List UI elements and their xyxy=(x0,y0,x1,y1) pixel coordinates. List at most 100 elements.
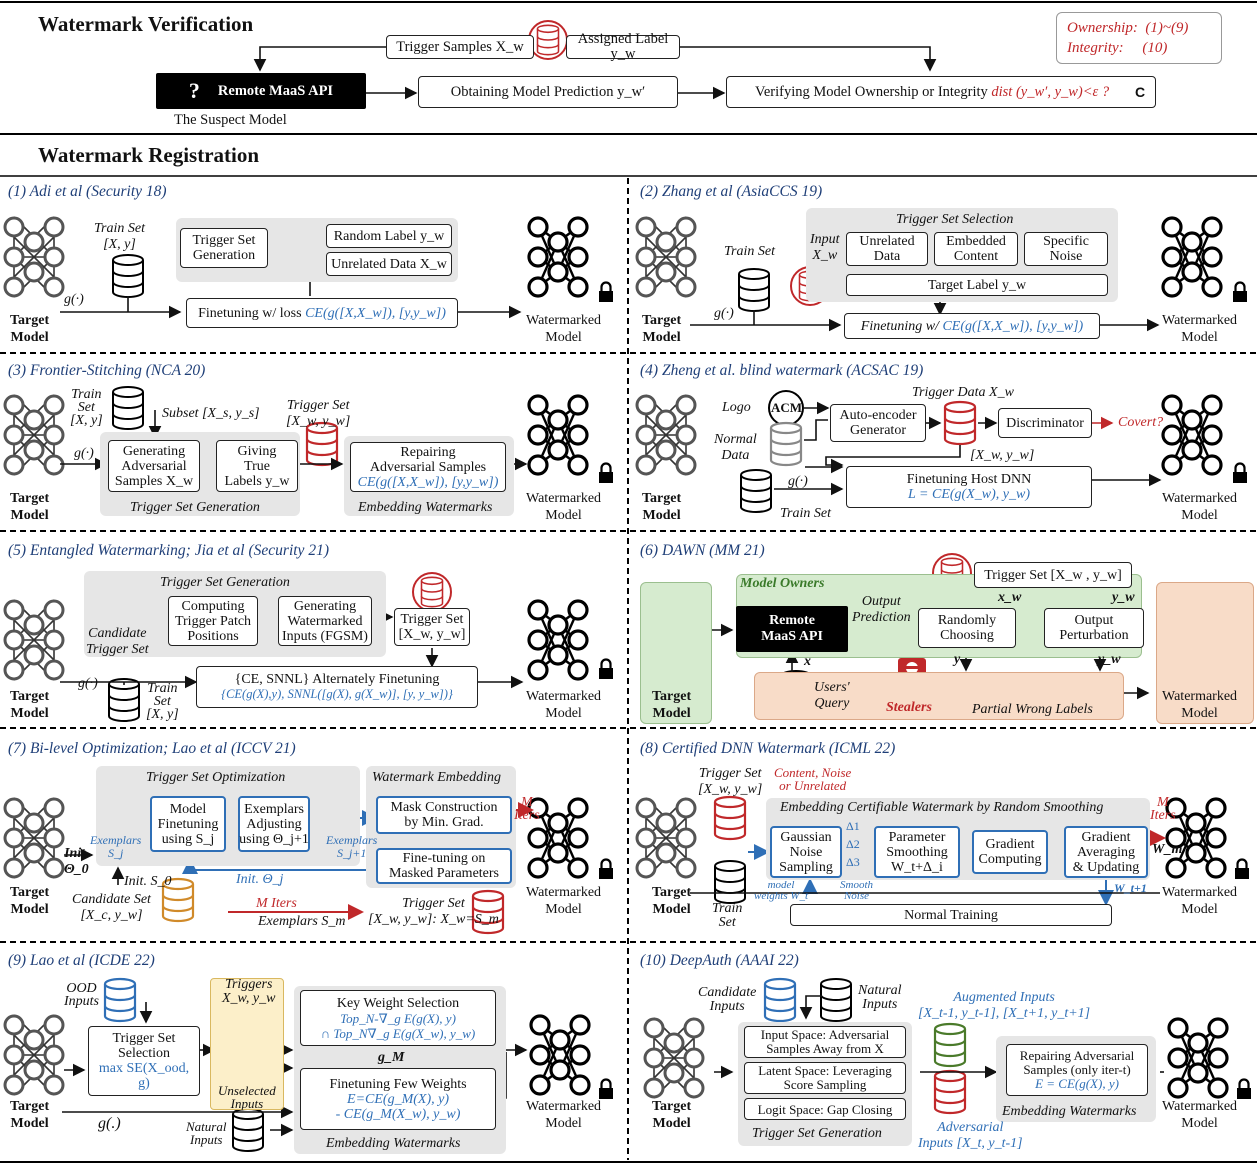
p7-title: (7) Bi-level Optimization; Lao et al (IC… xyxy=(8,740,296,757)
p7-m-iters2: M Iters xyxy=(256,896,297,911)
p10-ew: Embedding Watermarks xyxy=(1002,1104,1137,1119)
p6-xw: x_w xyxy=(998,590,1022,605)
p6-users: Users' Query xyxy=(814,680,850,711)
p10-logit-box: Logit Space: Gap Closing xyxy=(744,1098,906,1120)
p4-target-model: Target Model xyxy=(642,491,682,523)
verifying-box: Verifying Model Ownership or Integrity d… xyxy=(726,76,1156,108)
p6-target-model: Target Model xyxy=(652,689,692,721)
p5-computing-box: Computing Trigger Patch Positions xyxy=(168,596,258,646)
p7-we: Watermark Embedding xyxy=(372,770,501,785)
p10-title: (10) DeepAuth (AAAI 22) xyxy=(640,952,799,969)
p8-trigger-set: Trigger Set [X_w, y_w] xyxy=(698,766,763,797)
p9-ew: Embedding Watermarks xyxy=(326,1136,461,1151)
p6-stealers: Stealers xyxy=(886,700,932,715)
p5-candidate: Candidate Trigger Set xyxy=(86,626,149,657)
p8-wm: W_m xyxy=(1152,842,1183,857)
p9-title: (9) Lao et al (ICDE 22) xyxy=(8,952,155,969)
p1-unrelated-box: Unrelated Data X_w xyxy=(326,252,452,276)
p1-target-model: Target Model xyxy=(10,313,50,345)
p3-title: (3) Frontier-Stitching (NCA 20) xyxy=(8,362,206,379)
p6-target-panel xyxy=(640,582,712,724)
p4-logo: Logo xyxy=(722,400,751,415)
p3-ew: Embedding Watermarks xyxy=(358,500,493,515)
p3-train-set: Train Set [X, y] xyxy=(70,387,103,428)
p2-target-model: Target Model xyxy=(642,313,682,345)
p7-exemplars-sj: Exemplars S_j xyxy=(90,833,142,860)
p5-train-set: Train Set [X, y] xyxy=(146,681,179,722)
p4-train-set: Train Set xyxy=(780,506,831,521)
p4-covert: Covert? xyxy=(1118,415,1164,430)
p3-tsg: Trigger Set Generation xyxy=(130,500,260,515)
p6-watermarked-model: Watermarked Model xyxy=(1162,689,1238,721)
p9-natural: Natural Inputs xyxy=(186,1119,227,1147)
c-badge: C xyxy=(1135,84,1146,100)
p8-d2: Δ2 xyxy=(846,837,860,851)
p8-gaussian-box: Gaussian Noise Sampling xyxy=(770,826,842,878)
p1-random-label-box: Random Label y_w xyxy=(326,224,452,248)
p7-mask-box: Mask Construction by Min. Grad. xyxy=(376,796,512,834)
p8-model-weights: model weights W_t xyxy=(754,879,809,902)
legend-box: Ownership: (1)~(9) Integrity: (10) xyxy=(1056,12,1222,64)
p4-xy: [X_w, y_w] xyxy=(970,448,1035,463)
p2-watermarked-model: Watermarked Model xyxy=(1162,313,1238,345)
p3-giving-box: Giving True Labels y_w xyxy=(216,440,298,492)
p6-watermarked-panel xyxy=(1156,582,1254,724)
p8-normal-box: Normal Training xyxy=(790,904,1112,926)
p8-content: Content, Noise or Unrelated xyxy=(774,765,852,793)
trigger-samples-box: Trigger Samples X_w xyxy=(386,35,534,59)
p6-output-pred: Output Prediction xyxy=(852,594,911,625)
p2-embedded-box: Embedded Content xyxy=(934,232,1018,266)
p5-trigger-set-box: Trigger Set [X_w, y_w] xyxy=(394,608,470,646)
p4-discriminator-box: Discriminator xyxy=(998,408,1092,438)
p7-init-s: Init. S_0 xyxy=(124,874,172,889)
p6-y: y xyxy=(954,652,961,667)
p9-watermarked-model: Watermarked Model xyxy=(526,1099,602,1131)
p7-exemplars-sm: Exemplars S_m xyxy=(258,914,346,929)
p10-watermarked-model: Watermarked Model xyxy=(1162,1099,1238,1131)
p2-finetune-box: Finetuning w/ CE(g([X,X_w]), [y,y_w]) xyxy=(844,313,1100,339)
p7-candidate: Candidate Set [X_c, y_w] xyxy=(72,892,151,923)
p9-ood: OOD Inputs xyxy=(64,981,99,1009)
p7-target-model: Target Model xyxy=(10,885,50,917)
p10-natural: Natural Inputs xyxy=(858,983,902,1012)
p3-target-model: Target Model xyxy=(10,491,50,523)
p8-gradient-box: Gradient Computing xyxy=(972,830,1048,874)
p3-watermarked-model: Watermarked Model xyxy=(526,491,602,523)
p3-g: g(·) xyxy=(74,446,94,461)
p8-smooth: Smooth Noise xyxy=(840,879,873,902)
p8-d1: Δ1 xyxy=(846,819,860,833)
p1-watermarked-model: Watermarked Model xyxy=(526,313,602,345)
p6-owners: Model Owners xyxy=(740,576,825,591)
p2-selection-label: Trigger Set Selection xyxy=(896,212,1014,227)
p5-title: (5) Entangled Watermarking; Jia et al (S… xyxy=(8,542,329,559)
p7-m-iters: M Iters xyxy=(514,795,540,823)
assigned-label-box: Assigned Label y_w xyxy=(566,32,680,62)
p7-trigger-set: Trigger Set [X_w, y_w]: X_w=S_m xyxy=(368,896,499,927)
p4-normal: Normal Data xyxy=(714,432,757,463)
p7-optimization-panel xyxy=(96,766,360,866)
p3-gen-adv-box: Generating Adversarial Samples X_w xyxy=(108,440,200,492)
registration-title: Watermark Registration xyxy=(38,143,260,167)
remote-api-box: ?Remote MaaS API xyxy=(156,73,366,109)
p6-randomly-box: Randomly Choosing xyxy=(918,608,1016,648)
p1-title: (1) Adi et al (Security 18) xyxy=(8,183,167,200)
p10-latent-box: Latent Space: Leveraging Score Sampling xyxy=(744,1062,906,1094)
p6-title: (6) DAWN (MM 21) xyxy=(640,542,765,559)
p4-autoenc-box: Auto-encoder Generator xyxy=(830,404,926,442)
p1-g: g(·) xyxy=(64,292,84,307)
p7-exemplars-adj-box: Exemplars Adjusting using Θ_j+1 xyxy=(238,796,310,852)
p2-target-label-box: Target Label y_w xyxy=(846,274,1108,296)
p9-triggers: Triggers X_w, y_w xyxy=(222,977,276,1006)
p5-generating-box: Generating Watermarked Inputs (FGSM) xyxy=(278,596,372,646)
p8-target-model: Target Model xyxy=(652,885,692,917)
p10-target-model: Target Model xyxy=(652,1099,692,1131)
p5-target-model: Target Model xyxy=(10,689,50,721)
p8-averaging-box: Gradient Averaging & Updating xyxy=(1064,826,1148,878)
p5-g: g(·) xyxy=(78,676,98,691)
p8-d3: Δ3 xyxy=(846,855,860,869)
question-mark: ? xyxy=(188,78,200,103)
p7-init-theta-j: Init. Θ_j xyxy=(236,872,284,887)
